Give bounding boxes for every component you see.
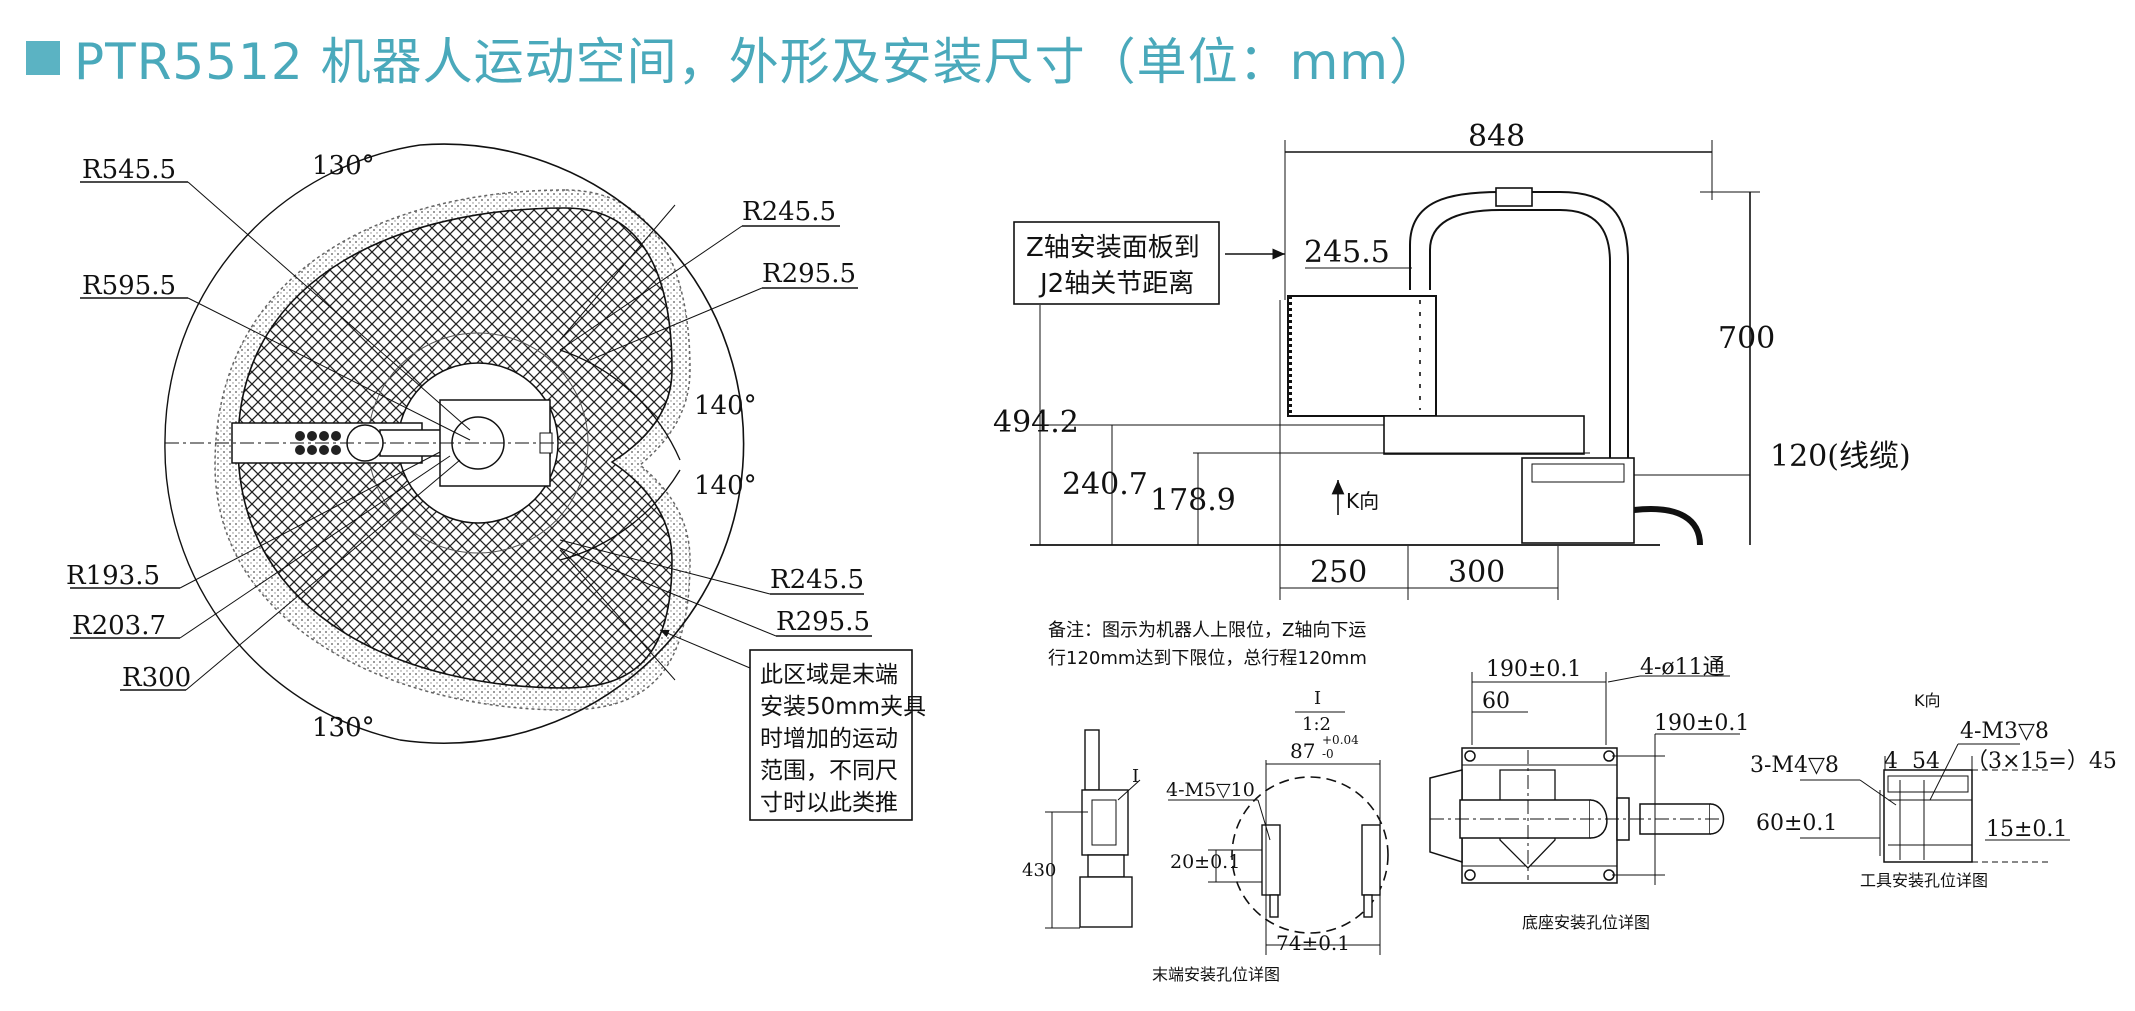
end-dim-74: 74±0.1	[1276, 931, 1350, 955]
remark-line-1: 备注：图示为机器人上限位，Z轴向下运	[1048, 620, 1366, 641]
angle-top-label: 130°	[312, 151, 375, 181]
side-view-drawing	[1013, 140, 1760, 600]
tool-mount-detail	[1800, 743, 2070, 863]
dim-cable-120: 120(线缆)	[1770, 439, 1911, 474]
end-hole-spec: 4-M5▽10	[1166, 779, 1255, 801]
note-line-3: 时增加的运动	[760, 726, 898, 752]
base-mount-labels: 190±0.1 4-ø11通 60 190±0.1 底座安装孔位详图	[1482, 655, 1749, 932]
workspace-diagram	[70, 143, 913, 821]
base-dim-190-top: 190±0.1	[1486, 657, 1581, 682]
dim-848: 848	[1468, 119, 1525, 154]
base-hole-spec: 4-ø11通	[1640, 655, 1725, 680]
radius-label-193: R193.5	[66, 561, 160, 591]
upper-arm	[1383, 415, 1585, 455]
end-mount-labels: I I 1:2 87 +0.04 -0 4-M5▽10 20±0.1 430 7…	[1022, 688, 1359, 984]
base-caption: 底座安装孔位详图	[1522, 913, 1650, 932]
dim-300: 300	[1448, 555, 1505, 590]
end-caption: 末端安装孔位详图	[1152, 965, 1280, 984]
base-dim-190-right: 190±0.1	[1654, 711, 1749, 736]
note-line-4: 范围，不同尺	[760, 758, 898, 784]
end-scale-top: I	[1314, 688, 1321, 709]
angle-mid1-label: 140°	[694, 391, 757, 421]
radius-label-245-bottom: R245.5	[770, 565, 864, 595]
radius-label-245-top: R245.5	[742, 197, 836, 227]
k-direction-label: K向	[1346, 489, 1379, 513]
tool-caption: 工具安装孔位详图	[1860, 871, 1988, 890]
base-mount-detail	[1429, 672, 1740, 885]
page-title: PTR5512 机器人运动空间，外形及安装尺寸（单位：mm）	[74, 33, 1440, 91]
dim-245-5: 245.5	[1304, 235, 1390, 270]
end-flange-circle	[1231, 776, 1389, 934]
dim-178-9: 178.9	[1150, 483, 1236, 518]
dim-240-7: 240.7	[1062, 467, 1148, 502]
tool-dim-45: （3×15=）45	[1966, 749, 2117, 774]
radius-label-203: R203.7	[72, 611, 166, 641]
tool-dim-4: 4	[1884, 749, 1898, 774]
end-dim-87-tol-upper: +0.04	[1322, 733, 1359, 747]
end-scale-bottom: 1:2	[1302, 714, 1331, 735]
title-bullet-square	[26, 41, 60, 75]
side-view-labels: 848 700 245.5 Z轴安装面板到 J2轴关节距离 494.2 240.…	[993, 119, 1911, 590]
j2-note-line-1: Z轴安装面板到	[1026, 233, 1200, 263]
note-line-2: 安装50mm夹具	[760, 694, 926, 720]
end-dim-20: 20±0.1	[1170, 851, 1240, 873]
dim-250: 250	[1310, 555, 1367, 590]
tool-mount-labels: K向 3-M4▽8 4 54 4-M3▽8 （3×15=）45 60±0.1 1…	[1750, 691, 2117, 890]
j2-note-line-2: J2轴关节距离	[1038, 269, 1194, 299]
remark-line-2: 行120mm达到下限位，总行程120mm	[1048, 648, 1367, 669]
end-mount-detail	[1045, 711, 1389, 955]
end-dim-87: 87	[1290, 739, 1315, 763]
base-dim-60: 60	[1482, 689, 1510, 714]
angle-bottom-label: 130°	[312, 713, 375, 743]
radius-label-595: R595.5	[82, 271, 176, 301]
end-dim-87-tol-lower: -0	[1322, 747, 1334, 761]
dim-700: 700	[1718, 321, 1775, 356]
tool-k-direction: K向	[1914, 691, 1941, 710]
end-dim-430: 430	[1022, 860, 1056, 881]
tool-hole-a: 3-M4▽8	[1750, 753, 1839, 778]
radius-label-295-bottom: R295.5	[776, 607, 870, 637]
remark-text: 备注：图示为机器人上限位，Z轴向下运 行120mm达到下限位，总行程120mm	[1048, 620, 1367, 669]
tool-hole-b: 4-M3▽8	[1960, 719, 2049, 744]
radius-label-295-top: R295.5	[762, 259, 856, 289]
workspace-note-box	[749, 649, 913, 821]
tool-dim-15: 15±0.1	[1986, 817, 2067, 842]
angle-mid2-label: 140°	[694, 471, 757, 501]
workspace-labels: 130° 130° 140° 140° R545.5 R595.5 R193.5…	[66, 151, 926, 816]
dim-494-2: 494.2	[993, 405, 1079, 440]
end-marker-i: I	[1132, 766, 1139, 787]
page-header: PTR5512 机器人运动空间，外形及安装尺寸（单位：mm）	[26, 22, 1440, 94]
tool-dim-60: 60±0.1	[1756, 811, 1837, 836]
note-line-5: 寸时以此类推	[760, 790, 898, 816]
radius-label-545: R545.5	[82, 155, 176, 185]
note-line-1: 此区域是末端	[760, 662, 898, 688]
radius-label-300: R300	[122, 663, 191, 693]
tool-dim-54: 54	[1912, 749, 1940, 774]
j2-note-box	[1013, 221, 1220, 305]
j2-housing	[1287, 295, 1437, 417]
